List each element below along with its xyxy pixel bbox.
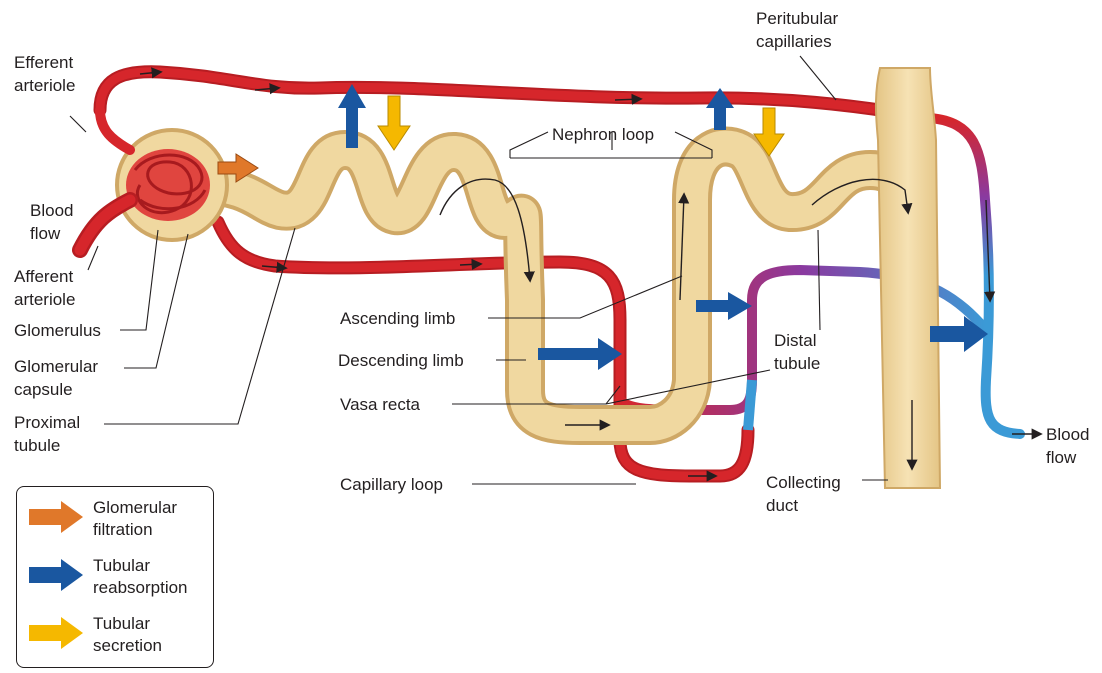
label-nephron-loop: Nephron loop (552, 125, 654, 144)
label-vasa-recta: Vasa recta (340, 395, 421, 414)
tubule (200, 147, 908, 425)
reabsorption-legend-arrow-icon (25, 557, 87, 593)
label-glomerulus: Glomerulus (14, 321, 101, 340)
legend-label-filtration: Glomerular filtration (93, 497, 219, 541)
label-descending-limb: Descending limb (338, 351, 464, 370)
secretion-arrow-1 (378, 96, 410, 150)
label-capillary-loop: Capillary loop (340, 475, 443, 494)
legend-item-reabsorption: Tubular reabsorption (23, 551, 213, 601)
legend-label-secretion: Tubular secretion (93, 613, 219, 657)
efferent-vessel (100, 72, 930, 118)
secretion-legend-arrow-icon (25, 615, 87, 651)
filtration-legend-arrow-icon (25, 499, 87, 535)
right-descending-vessel (930, 118, 1020, 434)
glomerulus (126, 149, 210, 221)
legend-item-secretion: Tubular secretion (23, 609, 213, 659)
label-ascending-limb: Ascending limb (340, 309, 455, 328)
legend: Glomerular filtration Tubular reabsorpti… (16, 486, 214, 668)
reabsorption-arrow-3 (538, 338, 622, 370)
collecting-duct (876, 68, 940, 488)
legend-item-filtration: Glomerular filtration (23, 493, 213, 543)
legend-label-reabsorption: Tubular reabsorption (93, 555, 219, 599)
